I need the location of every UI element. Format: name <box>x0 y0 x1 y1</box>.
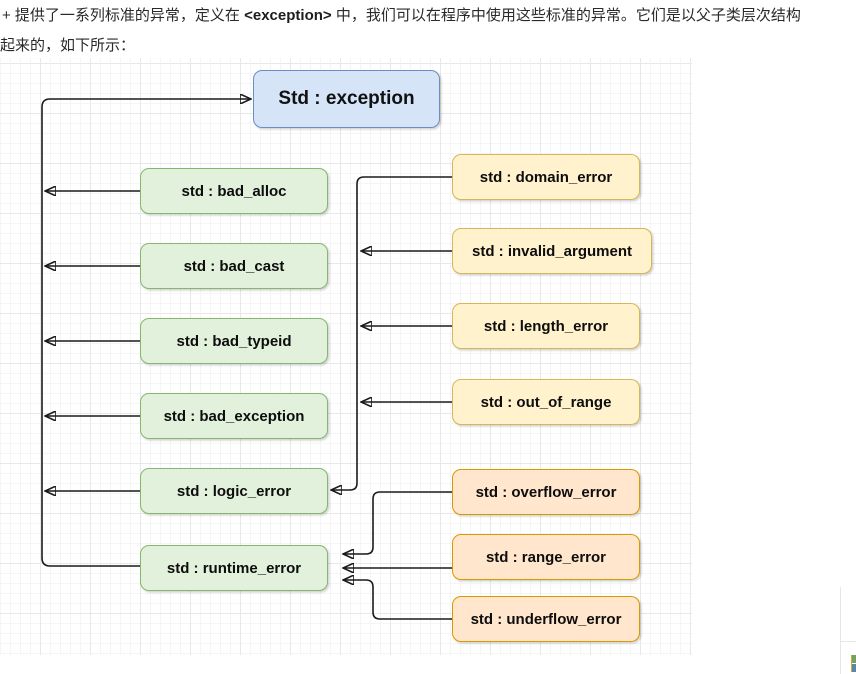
node-std-overflow-error: std : overflow_error <box>452 469 640 515</box>
node-std-invalid-argument: std : invalid_argument <box>452 228 652 274</box>
paragraph-line-1-post: 中，我们可以在程序中使用这些标准的异常。它们是以父子类层次结构 <box>331 7 801 24</box>
thumbnail-top-icon <box>852 655 856 663</box>
node-std-bad-cast: std : bad_cast <box>140 243 328 289</box>
node-std-underflow-error: std : underflow_error <box>452 596 640 642</box>
node-std-logic-error: std : logic_error <box>140 468 328 514</box>
exception-header-code: <exception> <box>244 7 332 24</box>
node-std-length-error: std : length_error <box>452 303 640 349</box>
node-std-bad-alloc: std : bad_alloc <box>140 168 328 214</box>
node-std-out-of-range: std : out_of_range <box>452 379 640 425</box>
side-widget-separator <box>840 641 856 642</box>
paragraph-line-1-pre: + 提供了一系列标准的异常，定义在 <box>2 7 245 24</box>
node-std-runtime-error: std : runtime_error <box>140 545 328 591</box>
paragraph-line-2: 起来的，如下所示： <box>0 37 136 54</box>
node-std-exception: Std : exception <box>253 70 440 128</box>
paragraph-line-1: + 提供了一系列标准的异常，定义在 <exception> 中，我们可以在程序中… <box>2 6 801 26</box>
node-std-range-error: std : range_error <box>452 534 640 580</box>
thumbnail-bottom-icon <box>852 664 856 672</box>
node-std-domain-error: std : domain_error <box>452 154 640 200</box>
side-widget-divider <box>840 587 841 674</box>
node-std-bad-typeid: std : bad_typeid <box>140 318 328 364</box>
side-widget-thumbnail-icon[interactable] <box>851 655 856 672</box>
node-std-bad-exception: std : bad_exception <box>140 393 328 439</box>
